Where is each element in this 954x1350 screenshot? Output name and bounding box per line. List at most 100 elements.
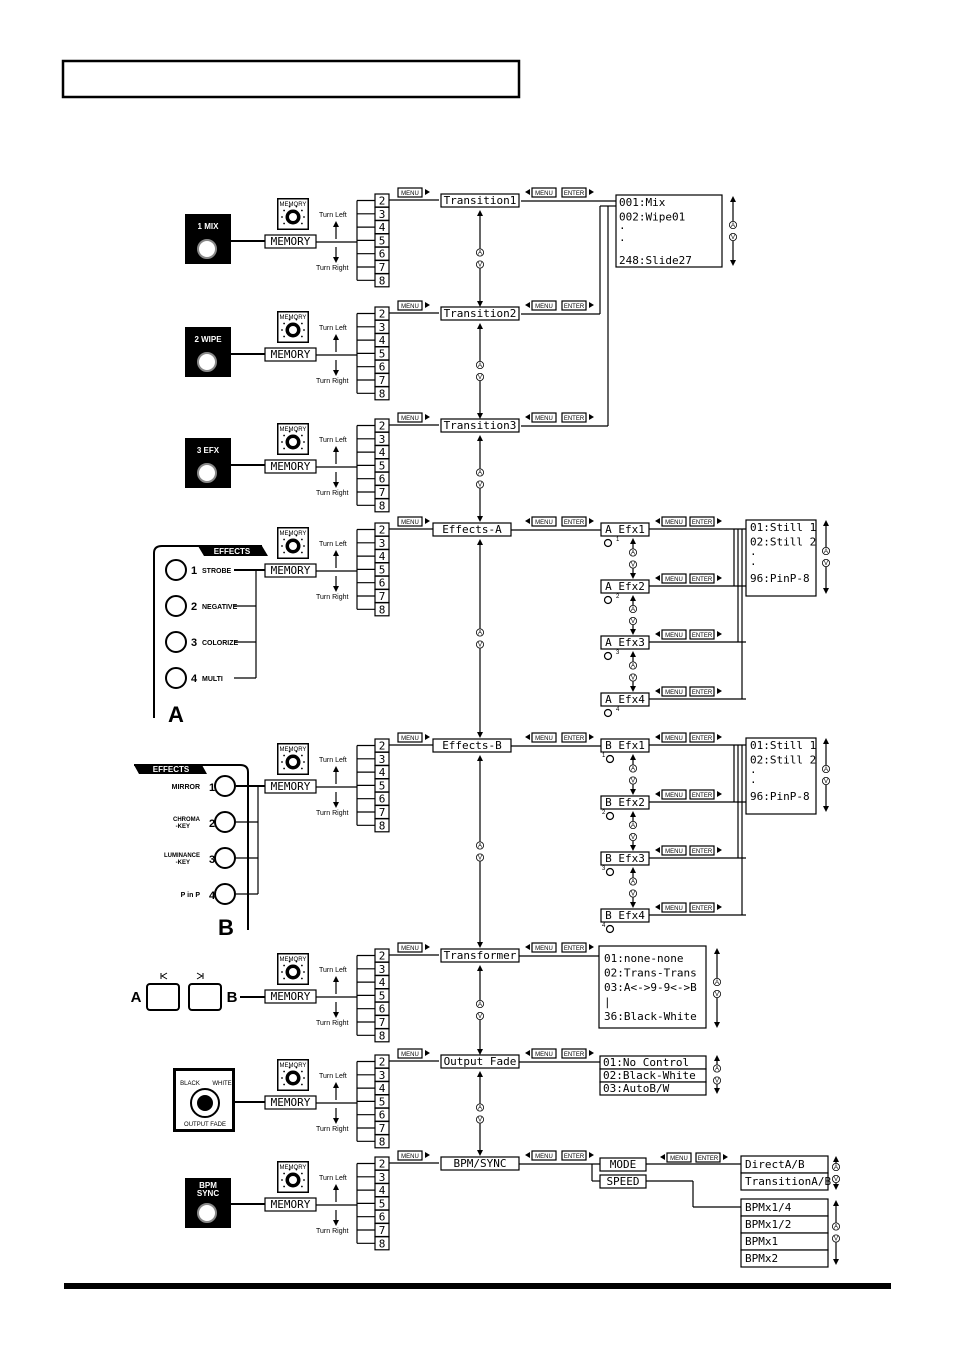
effects-b-efx-menu-key[interactable]: MENU: [661, 789, 687, 800]
menu-key-1[interactable]: MENU: [397, 187, 423, 198]
memory-dial-icon-dot: [288, 430, 291, 433]
effects-a-efx-menu-key[interactable]: MENU: [661, 686, 687, 697]
memory-dial-icon-dot: [300, 447, 303, 450]
memory-number: 7: [379, 1122, 386, 1135]
menu-key-4[interactable]: MENU: [397, 516, 423, 527]
effects-a-btn-1[interactable]: [165, 559, 187, 581]
menu-key-7[interactable]: MENU: [397, 1048, 423, 1059]
memory-dial-icon-knob-center: [289, 326, 297, 334]
effects-b-efx-nav-up-key-icon-letter: A: [631, 823, 635, 829]
menu-back-key[interactable]: MENU: [531, 187, 557, 198]
effects-b-efx-enter-key[interactable]: ENTER: [689, 732, 715, 743]
nav-outfade-bpm-up-key-icon-letter: A: [478, 1106, 482, 1112]
effects-a-efx-enter-key[interactable]: ENTER: [689, 516, 715, 527]
menu-back-key[interactable]: MENU: [531, 942, 557, 953]
effects-a-efx-menu-key[interactable]: MENU: [661, 573, 687, 584]
effects-a-efx-button-icon: [603, 538, 613, 548]
effects-b-efx-enter-key[interactable]: ENTER: [689, 845, 715, 856]
effects-a-efx-enter-key[interactable]: ENTER: [689, 629, 715, 640]
transitions-list-scroll-arrow-down: [730, 260, 736, 266]
effects-b-btn-3[interactable]: [214, 847, 236, 869]
back-arrow: [525, 518, 530, 524]
menu-back-key[interactable]: MENU: [531, 516, 557, 527]
bpm-mode-option-box[interactable]: [740, 1172, 829, 1191]
memory-number: 5: [379, 234, 386, 247]
effects-b-list-scroll-arrow-up: [823, 738, 829, 744]
enter-key[interactable]: ENTER: [561, 412, 587, 423]
effects-a-list-item: 96:PinP-8: [750, 572, 810, 585]
bpm-mode-menu-key[interactable]: MENU: [666, 1152, 692, 1163]
enter-key[interactable]: ENTER: [561, 300, 587, 311]
effects-b-btn-4[interactable]: [214, 883, 236, 905]
menu-key-6[interactable]: MENU: [397, 942, 423, 953]
nav-transition3-effa-down-key-icon-ring: [475, 480, 484, 489]
effects-b-efx-nav-down-key-icon-letter: V: [631, 892, 635, 898]
memory-dial-icon-dot: [281, 761, 283, 763]
enter-key-label: ENTER: [564, 1154, 585, 1160]
menu-key-5[interactable]: MENU: [397, 732, 423, 743]
nav-transformer-outfade-up-key-icon-letter: A: [478, 1002, 482, 1008]
effects-b-btn-2[interactable]: [214, 811, 236, 833]
menu-key-arrow: [425, 518, 430, 524]
back-arrow: [525, 944, 530, 950]
effects-b-btn-num: 3: [209, 854, 215, 866]
bpm-speed-option-box[interactable]: [740, 1249, 829, 1268]
effects-a-efx-enter-key[interactable]: ENTER: [689, 573, 715, 584]
transformer-b-button[interactable]: [188, 983, 222, 1011]
effects-b-efx-enter-key[interactable]: ENTER: [689, 789, 715, 800]
nav-effb-transformer-down-key-icon-ring: [475, 853, 484, 862]
turn-right-arrow: [333, 586, 339, 592]
efx-button[interactable]: 3 EFX: [185, 438, 231, 488]
menu-back-key[interactable]: MENU: [531, 1150, 557, 1161]
effects-a-btn-4[interactable]: [165, 667, 187, 689]
memory-number: 5: [379, 989, 386, 1002]
effects-b-btn-1[interactable]: [214, 775, 236, 797]
menu-back-key[interactable]: MENU: [531, 1048, 557, 1059]
effects-a-efx-menu-key[interactable]: MENU: [661, 516, 687, 527]
transformer-a-button[interactable]: [146, 983, 180, 1011]
effects-b-efx-nav-arrow-down: [630, 845, 636, 851]
menu-back-key[interactable]: MENU: [531, 300, 557, 311]
nav-outfade-bpm-down-key-icon-ring: [475, 1115, 484, 1124]
effects-a-efx-enter-key-label: ENTER: [692, 690, 713, 696]
bpm-mode-enter-key[interactable]: ENTER: [695, 1152, 721, 1163]
enter-arrow: [589, 189, 594, 195]
enter-key[interactable]: ENTER: [561, 1150, 587, 1161]
outfade-option-box[interactable]: [599, 1081, 707, 1096]
mix-button[interactable]: 1 MIX: [185, 214, 231, 264]
bpm-speed-option-label: BPMx2: [745, 1252, 778, 1265]
effects-a-efx-enter-key[interactable]: ENTER: [689, 686, 715, 697]
menu-key-2[interactable]: MENU: [397, 300, 423, 311]
effects-b-efx-menu-key[interactable]: MENU: [661, 845, 687, 856]
enter-key[interactable]: ENTER: [561, 187, 587, 198]
effects-a-list-scroll-up-key-icon-letter: A: [824, 549, 828, 555]
nav-effa-effb-arrow-down: [477, 732, 483, 738]
effects-a-btn-2[interactable]: [165, 595, 187, 617]
effects-b-efx-nav-down-key-icon-letter: V: [631, 779, 635, 785]
wipe-button[interactable]: 2 WIPE: [185, 327, 231, 377]
effects-b-efx-menu-key[interactable]: MENU: [661, 902, 687, 913]
effects-b-efx-menu-key[interactable]: MENU: [661, 732, 687, 743]
menu-back-key[interactable]: MENU: [531, 732, 557, 743]
enter-key[interactable]: ENTER: [561, 1048, 587, 1059]
enter-key[interactable]: ENTER: [561, 516, 587, 527]
effects-a-btn-3[interactable]: [165, 631, 187, 653]
enter-key[interactable]: ENTER: [561, 942, 587, 953]
bpm-mode-scroll-arrow-up: [833, 1156, 839, 1162]
effects-a-efx-back-arrow: [655, 688, 660, 694]
effects-b-efx-enter-key[interactable]: ENTER: [689, 902, 715, 913]
effects-a-efx-menu-key[interactable]: MENU: [661, 629, 687, 640]
menu-key-8[interactable]: MENU: [397, 1150, 423, 1161]
memory-dial-icon-dot: [303, 545, 305, 547]
enter-key[interactable]: ENTER: [561, 732, 587, 743]
menu-name-box[interactable]: [440, 193, 520, 208]
menu-key-3[interactable]: MENU: [397, 412, 423, 423]
memory-number: 4: [379, 221, 386, 234]
transitions-list-item: ·: [619, 222, 626, 235]
nav-transition3-effa-arrow-up: [477, 435, 483, 441]
menu-back-key[interactable]: MENU: [531, 412, 557, 423]
memory-dial-icon-dot: [295, 205, 298, 208]
